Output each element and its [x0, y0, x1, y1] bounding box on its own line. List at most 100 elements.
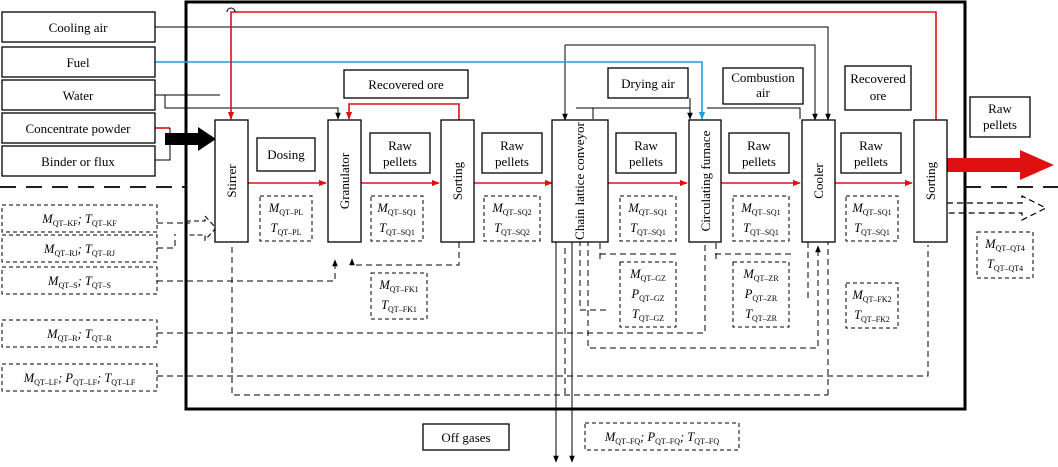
- svg-text:pellets: pellets: [383, 154, 417, 169]
- param-box-qt4: [976, 231, 1034, 279]
- param-text-gz: TQT–GZ: [632, 307, 664, 323]
- stream-param-box: [259, 195, 313, 242]
- svg-text:pellets: pellets: [495, 154, 529, 169]
- stream-param-text: TQT–SQ2: [494, 221, 530, 237]
- parameter-boxes: MQT–KF; TQT–KF MQT–RJ; TQT–RJ MQT–S; TQT–S…: [1, 195, 1034, 451]
- label-off-gases: Off gases: [422, 423, 510, 451]
- left-param-box: [1, 363, 158, 392]
- stream-param-text: TQT–SQ1: [854, 221, 890, 237]
- left-param-box: [1, 234, 158, 263]
- param-text-zr: PQT–ZR: [744, 287, 778, 303]
- unit-sorting-2: Sorting: [913, 119, 948, 243]
- svg-text:Water: Water: [63, 88, 94, 103]
- param-box-fq: [584, 422, 740, 451]
- stream-param-text: MQT–PL: [268, 201, 304, 217]
- svg-text:Binder or flux: Binder or flux: [41, 154, 115, 169]
- svg-text:Off gases: Off gases: [441, 430, 490, 445]
- param-text-zr: MQT–ZR: [742, 267, 779, 283]
- label-recovered-ore-1: Recovered ore: [343, 69, 469, 99]
- param-box-gz: [619, 261, 677, 328]
- param-text-fk2: MQT–FK2: [851, 288, 891, 304]
- svg-text:Raw: Raw: [859, 138, 883, 153]
- stream-param-text: TQT–SQ1: [630, 221, 666, 237]
- stream-param-text: MQT–SQ2: [491, 201, 531, 217]
- param-text-qt4: MQT–QT4: [984, 237, 1025, 253]
- input-fuel: Fuel: [1, 46, 156, 78]
- svg-text:Sorting: Sorting: [450, 161, 465, 200]
- param-box-fk2: [845, 282, 899, 329]
- svg-text:Granulator: Granulator: [337, 152, 352, 209]
- stream-param-text: MQT–SQ1: [376, 201, 416, 217]
- unit-circulating-furnace: Circulating furnace: [688, 119, 722, 243]
- svg-text:Drying air: Drying air: [621, 76, 675, 91]
- svg-text:pellets: pellets: [854, 154, 888, 169]
- plant-boundary: [184, 0, 967, 411]
- param-text-fk2: TQT–FK2: [854, 308, 890, 324]
- svg-text:air: air: [756, 85, 770, 100]
- svg-text:Raw: Raw: [988, 101, 1012, 116]
- stream-param-text: MQT–SQ1: [851, 201, 891, 217]
- unit-stirrer: Stirrer: [214, 119, 249, 243]
- svg-text:Concentrate powder: Concentrate powder: [25, 121, 131, 136]
- param-text-fk1: TQT–FK1: [381, 298, 417, 314]
- label-combustion-air: Combustion air: [722, 67, 804, 105]
- left-param-box: [1, 266, 158, 295]
- svg-text:Raw: Raw: [634, 138, 658, 153]
- label-raw-pellets-1: Raw pellets: [369, 132, 431, 174]
- stream-param-text: MQT–SQ1: [627, 201, 667, 217]
- label-dosing: Dosing: [256, 137, 316, 172]
- param-box-fk1: [370, 272, 428, 320]
- stream-param-text: TQT–SQ1: [379, 221, 415, 237]
- stream-param-box: [619, 195, 677, 242]
- svg-text:Cooler: Cooler: [811, 163, 826, 199]
- svg-text:Stirrer: Stirrer: [224, 164, 239, 198]
- param-text-zr: TQT–ZR: [745, 307, 778, 323]
- label-raw-pellets-3: Raw pellets: [615, 132, 677, 174]
- label-recovered-ore-2: Recovered ore: [844, 65, 912, 111]
- param-text-gz: MQT–GZ: [629, 267, 666, 283]
- svg-text:Fuel: Fuel: [66, 55, 90, 70]
- svg-text:Dosing: Dosing: [267, 147, 305, 162]
- left-param-box: [1, 319, 158, 348]
- svg-text:Sorting: Sorting: [923, 161, 938, 200]
- left-param-text: MQT–R; TQT–R: [46, 327, 112, 343]
- stream-param-box: [845, 195, 899, 242]
- svg-text:pellets: pellets: [629, 154, 663, 169]
- left-param-text: MQT–S; TQT–S: [47, 274, 111, 290]
- stream-param-text: TQT–SQ1: [743, 221, 779, 237]
- input-cooling-air: Cooling air: [1, 11, 156, 43]
- param-box-zr: [732, 261, 790, 328]
- param-text-gz: PQT–GZ: [631, 287, 665, 303]
- svg-text:Combustion: Combustion: [731, 70, 795, 85]
- svg-text:Chain lattice conveyor: Chain lattice conveyor: [572, 121, 587, 239]
- svg-text:Recovered ore: Recovered ore: [368, 77, 444, 92]
- stream-param-box: [370, 195, 424, 242]
- svg-text:Raw: Raw: [500, 138, 524, 153]
- label-raw-pellets-4: Raw pellets: [728, 132, 790, 174]
- svg-text:Raw: Raw: [747, 138, 771, 153]
- left-param-text: MQT–KF; TQT–KF: [41, 212, 117, 228]
- svg-text:pellets: pellets: [742, 154, 776, 169]
- left-param-text: MQT–RJ; TQT–RJ: [43, 242, 115, 258]
- svg-text:Circulating furnace: Circulating furnace: [698, 130, 713, 231]
- left-param-text: MQT–LF; PQT–LF; TQT–LF: [23, 371, 136, 387]
- param-text-qt4: TQT–QT4: [987, 257, 1023, 273]
- unit-granulator: Granulator: [327, 119, 362, 243]
- svg-text:ore: ore: [870, 88, 887, 103]
- param-text-fq: MQT–FQ; PQT–FQ; TQT–FQ: [604, 430, 720, 446]
- stream-param-box: [732, 195, 790, 242]
- param-text-fk1: MQT–FK1: [378, 278, 418, 294]
- label-raw-pellets-5: Raw pellets: [840, 132, 902, 174]
- input-concentrate-powder: Concentrate powder: [1, 112, 156, 144]
- left-param-box: [1, 204, 158, 233]
- input-binder-or-flux: Binder or flux: [1, 145, 156, 177]
- input-water: Water: [1, 79, 156, 111]
- svg-text:Recovered: Recovered: [850, 71, 906, 86]
- label-output-raw-pellets: Raw pellets: [969, 96, 1031, 138]
- output-arrow: [947, 150, 1054, 180]
- svg-text:Cooling air: Cooling air: [49, 20, 109, 35]
- label-raw-pellets-2: Raw pellets: [481, 132, 543, 174]
- label-drying-air: Drying air: [607, 67, 689, 99]
- unit-cooler: Cooler: [801, 119, 836, 243]
